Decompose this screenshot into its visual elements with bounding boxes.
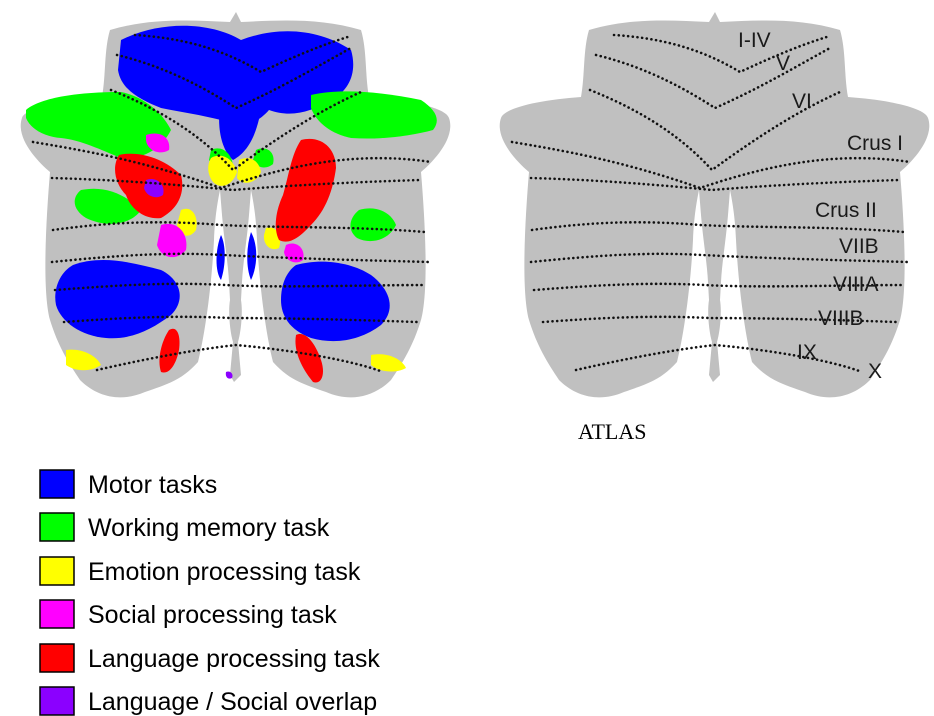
region-label-ix: IX: [797, 341, 817, 364]
legend-item: Social processing task: [40, 600, 337, 629]
legend-swatch: [40, 557, 74, 585]
legend-swatch: [40, 644, 74, 672]
legend-swatch: [40, 513, 74, 541]
legend-item: Language processing task: [40, 644, 380, 673]
legend-label: Language processing task: [88, 645, 380, 673]
legend-swatch: [40, 687, 74, 715]
legend-item: Language / Social overlap: [40, 687, 377, 716]
legend-swatch: [40, 470, 74, 498]
region-label-v: V: [776, 52, 790, 75]
legend: Motor tasks Working memory task Emotion …: [40, 470, 380, 716]
legend-label: Social processing task: [88, 601, 337, 629]
legend-label: Motor tasks: [88, 471, 217, 499]
region-label-crus-ii: Crus II: [815, 199, 877, 222]
region-label-vi: VI: [792, 90, 812, 113]
legend-item: Motor tasks: [40, 470, 217, 499]
legend-label: Language / Social overlap: [88, 688, 377, 716]
activation-flatmap: [21, 12, 451, 397]
atlas-caption: ATLAS: [578, 419, 646, 444]
region-label-viiia: VIIIA: [833, 273, 879, 296]
atlas-flatmap: I-IV V VI Crus I Crus II VIIB VIIIA VIII…: [500, 12, 930, 444]
legend-label: Working memory task: [88, 514, 330, 542]
legend-item: Emotion processing task: [40, 557, 361, 586]
region-label-i-iv: I-IV: [738, 29, 771, 52]
region-label-x: X: [868, 360, 882, 383]
legend-item: Working memory task: [40, 513, 330, 542]
region-label-viiib: VIIIB: [818, 307, 864, 330]
legend-swatch: [40, 600, 74, 628]
region-label-crus-i: Crus I: [847, 132, 903, 155]
legend-label: Emotion processing task: [88, 558, 361, 586]
region-label-viib: VIIB: [839, 235, 879, 258]
